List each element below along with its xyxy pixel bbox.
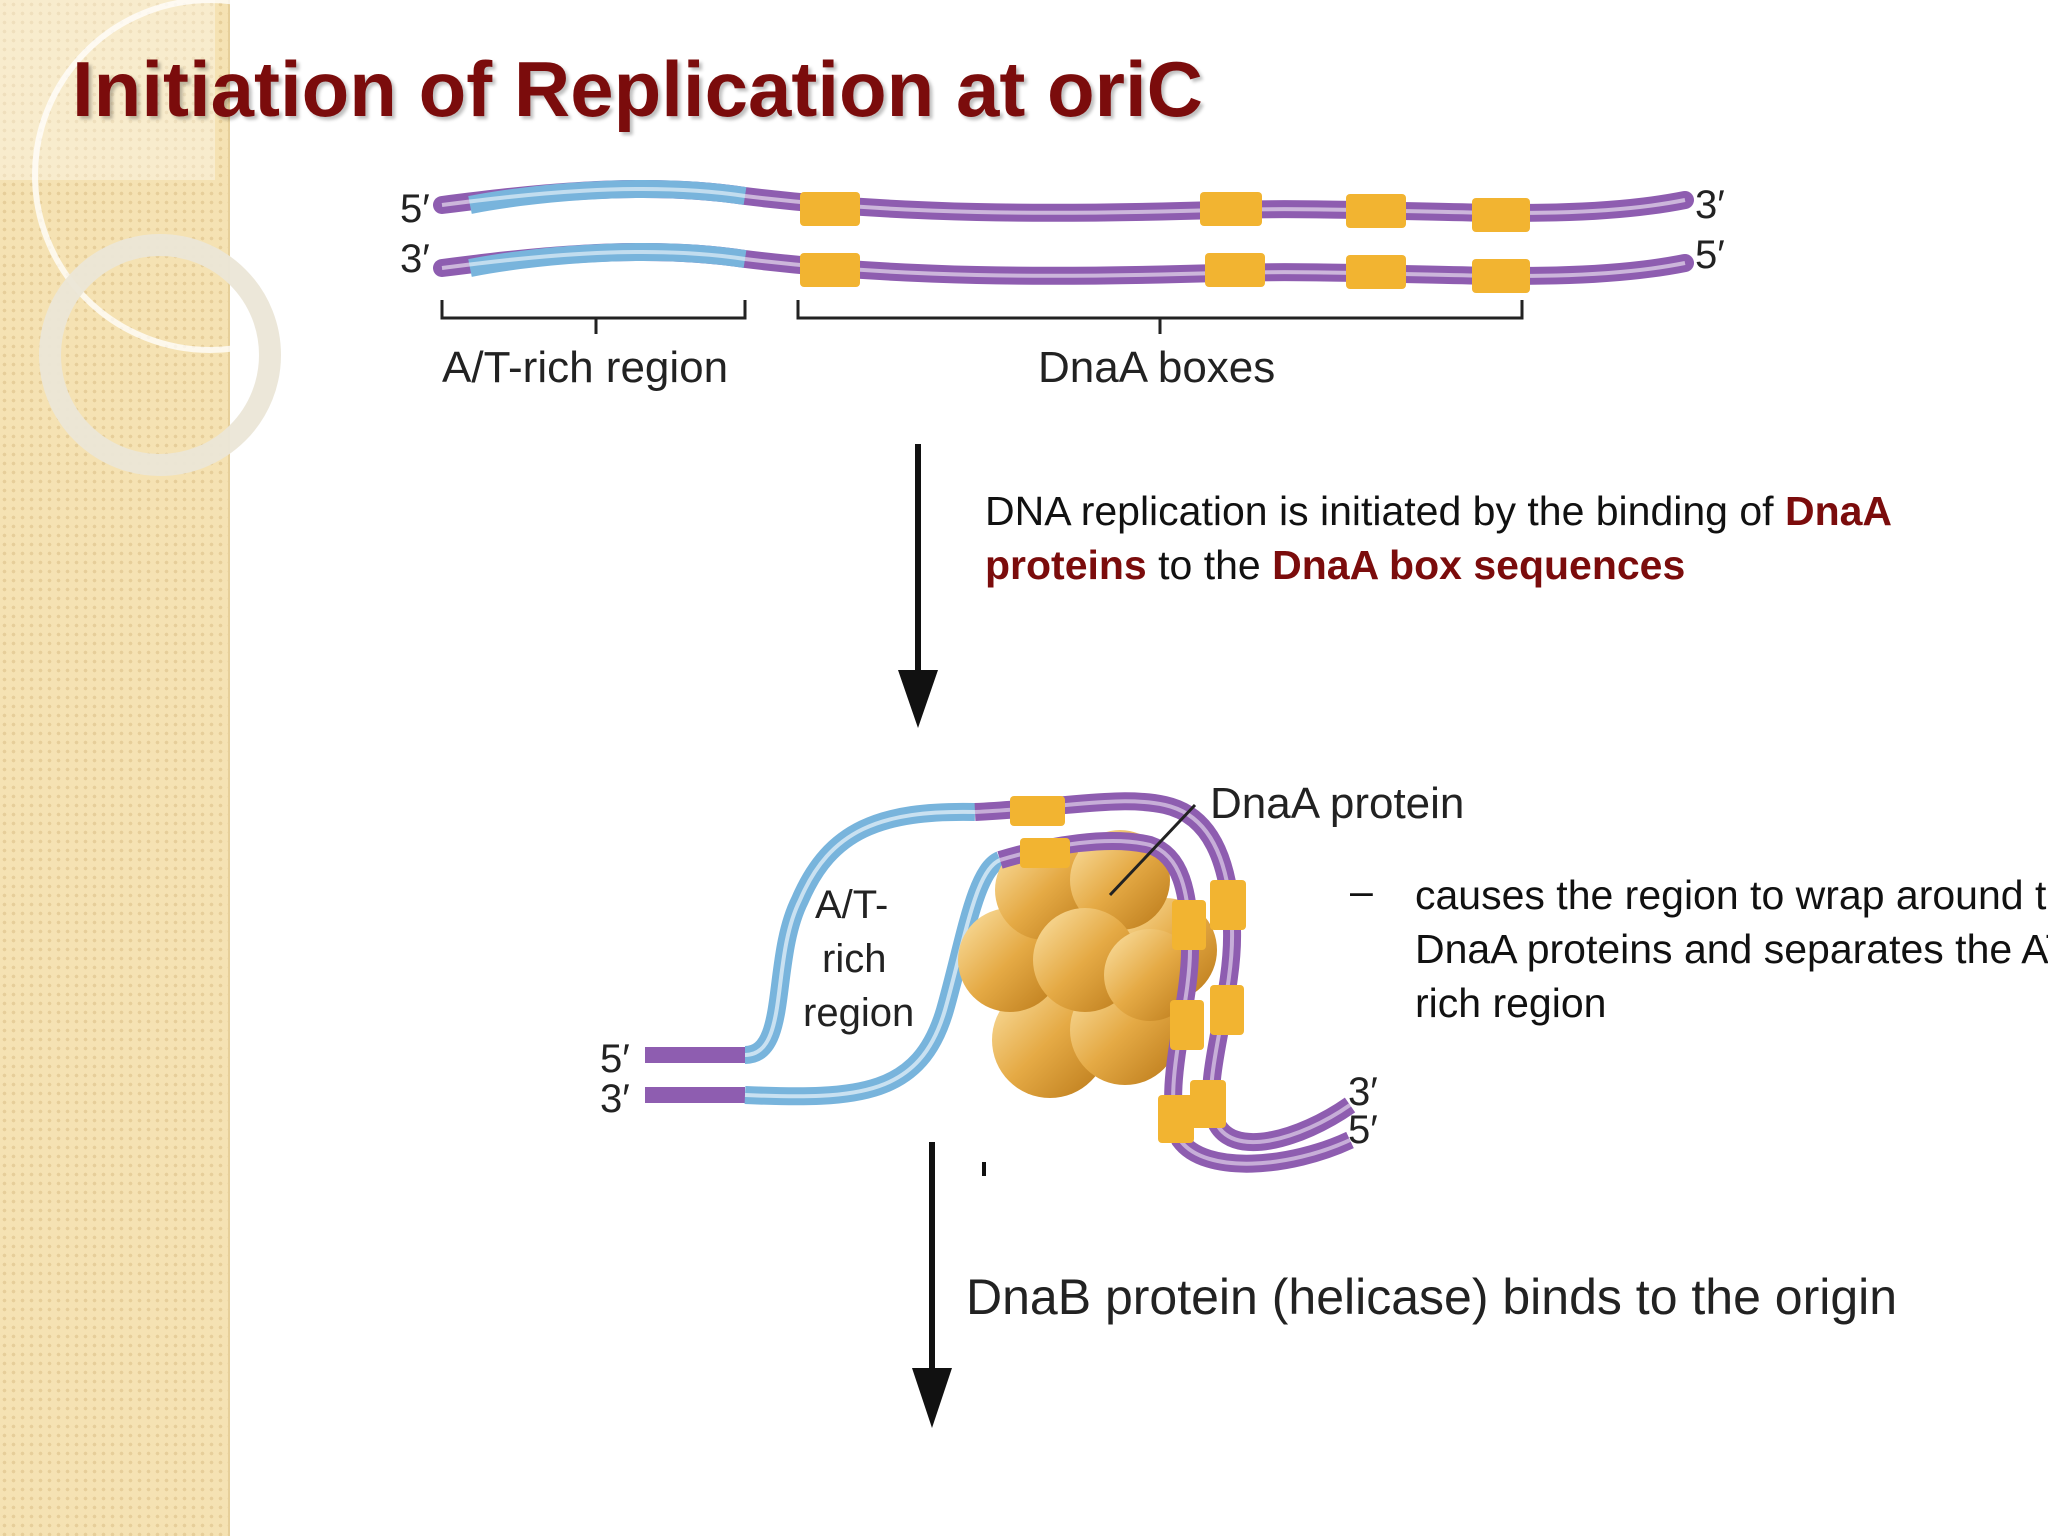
label-5prime-top-left: 5′ bbox=[400, 187, 430, 231]
para1-text-part1: DNA replication is initiated by the bind… bbox=[985, 488, 1785, 534]
dnaa-boxes-bracket bbox=[796, 300, 1524, 334]
label-3prime-bent-right: 3′ bbox=[1348, 1070, 1378, 1114]
at-rich-region-label: A/T-rich region bbox=[442, 343, 728, 392]
decorative-rings bbox=[0, 0, 360, 476]
label-3prime-bent-left: 3′ bbox=[600, 1077, 630, 1121]
label-3prime-top-right: 3′ bbox=[1695, 183, 1725, 227]
label-5prime-bent-right: 5′ bbox=[1348, 1108, 1378, 1152]
dnab-caption: DnaB protein (helicase) binds to the ori… bbox=[966, 1269, 1898, 1325]
slide-title: Initiation of Replication at oriC bbox=[72, 45, 1203, 133]
arrow-down-2 bbox=[912, 1142, 986, 1428]
at-rich-bracket bbox=[440, 300, 747, 334]
dnaa-box-markers bbox=[800, 192, 1530, 293]
label-5prime-bottom-right: 5′ bbox=[1695, 233, 1725, 277]
bent-at-rich-label-line1: A/T- bbox=[815, 883, 888, 927]
wrapped-dna-complex bbox=[645, 792, 1356, 1173]
dnaa-protein-label: DnaA protein bbox=[1210, 779, 1464, 828]
arrow-down-1 bbox=[898, 444, 938, 728]
label-3prime-bottom-left: 3′ bbox=[400, 237, 430, 281]
para1-text-part2: to the bbox=[1146, 542, 1273, 588]
dnaa-protein-pointer bbox=[1108, 803, 1197, 897]
dnaa-boxes-label: DnaA boxes bbox=[1038, 343, 1275, 392]
bullet-dash: – bbox=[1350, 868, 1373, 914]
para1-highlight-dnaa-box-sequences: DnaA box sequences bbox=[1272, 542, 1686, 588]
dnaa-binding-description: DNA replication is initiated by the bind… bbox=[985, 484, 1985, 592]
wrap-description: causes the region to wrap around the Dna… bbox=[1415, 872, 2048, 1026]
bent-at-rich-label-line3: region bbox=[803, 991, 914, 1035]
bent-at-rich-label-line2: rich bbox=[822, 937, 886, 981]
para1-highlight-dnaa-proteins: DnaA proteins bbox=[985, 488, 1891, 588]
label-5prime-bent-left: 5′ bbox=[600, 1037, 630, 1081]
